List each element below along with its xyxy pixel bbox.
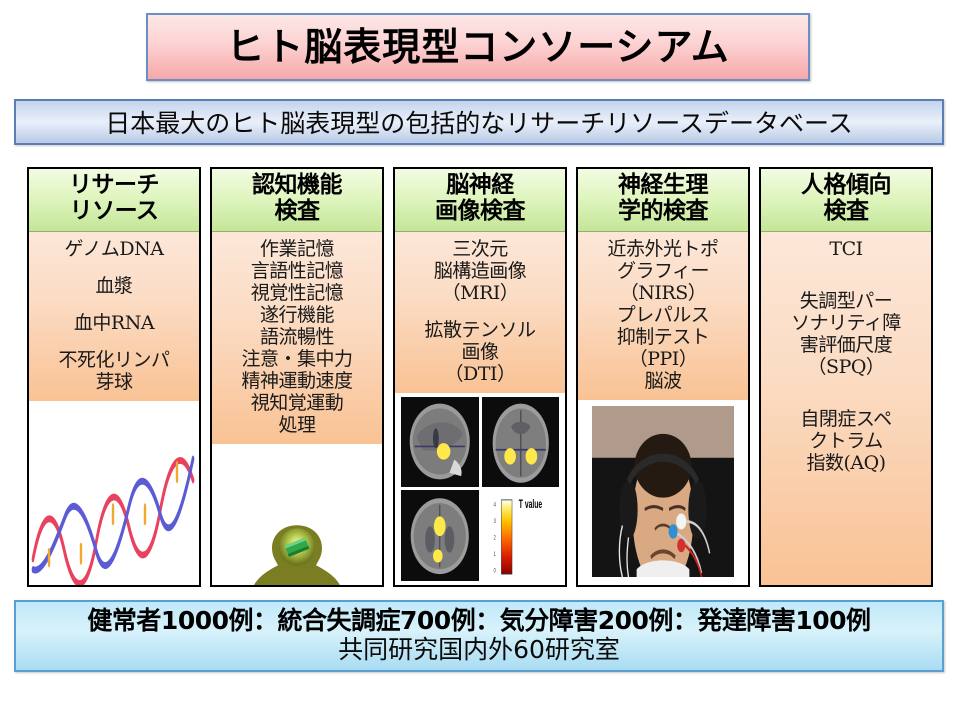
subtitle-text: 日本最大のヒト脳表現型の包括的なリサーチリソースデータベース: [105, 109, 853, 138]
list-item: 血中RNA: [73, 311, 155, 334]
mri-axial-slice-icon: [401, 490, 479, 581]
column-cognitive-function[interactable]: 認知機能検査 作業記憶 言語性記憶 視覚性記憶 遂行機能 語流暢性 注意・集中力…: [210, 167, 384, 587]
column-items-cognitive-function: 作業記憶 言語性記憶 視覚性記憶 遂行機能 語流暢性 注意・集中力 精神運動速度…: [212, 231, 382, 444]
list-item: 抑制テスト: [616, 325, 710, 348]
list-item: 語流暢性: [259, 325, 335, 348]
list-item: ゲノムDNA: [64, 237, 164, 260]
mri-sagittal-slice-icon: [401, 396, 479, 488]
list-item: 脳構造画像: [433, 259, 527, 282]
list-item: （DTI）: [444, 362, 516, 385]
column-neurophysiology[interactable]: 神経生理学的検査 近赤外光トポ グラフィー （NIRS） プレパルス 抑制テスト…: [576, 167, 750, 587]
list-item: 視知覚運動: [250, 391, 344, 414]
list-item: 自閉症スペ: [800, 407, 892, 430]
list-item: 害評価尺度: [799, 333, 893, 356]
mri-colorbar-legend: 4 3 2 1 0 T value: [481, 490, 559, 581]
footer-collaboration-note: 共同研究国内外60研究室: [338, 634, 620, 664]
list-item: （PPI）: [628, 347, 698, 370]
mri-brain-images: 4 3 2 1 0 T value: [395, 392, 565, 585]
list-item: 言語性記憶: [250, 259, 344, 282]
column-research-resource[interactable]: リサーチリソース ゲノムDNA 血漿 血中RNA 不死化リンパ 芽球: [27, 167, 201, 587]
column-brain-imaging[interactable]: 脳神経画像検査 三次元 脳構造画像 （MRI） 拡散テンソル 画像 （DTI）: [393, 167, 567, 587]
list-item: 拡散テンソル: [424, 318, 536, 341]
eeg-subject-photo-icon: [592, 405, 734, 577]
list-item: （NIRS）: [619, 281, 707, 304]
list-item: 精神運動速度: [241, 369, 353, 392]
footer-banner: 健常者1000例：統合失調症700例：気分障害200例：発達障害100例 共同研…: [14, 600, 944, 672]
list-item: TCI: [829, 237, 863, 260]
list-item: 失調型パー: [799, 289, 893, 312]
svg-text:3: 3: [493, 518, 495, 525]
list-item: プレパルス: [616, 303, 710, 326]
column-header-neurophysiology: 神経生理学的検査: [578, 169, 748, 232]
list-item: グラフィー: [616, 259, 710, 282]
column-header-personality: 人格傾向検査: [761, 169, 931, 232]
list-item: 近赤外光トポ: [607, 237, 719, 260]
dna-helix-image: [29, 400, 199, 585]
list-item: 三次元: [452, 237, 508, 260]
column-items-research-resource: ゲノムDNA 血漿 血中RNA 不死化リンパ 芽球: [29, 231, 199, 401]
svg-text:4: 4: [493, 502, 495, 509]
head-silhouette-image: [212, 443, 382, 585]
list-item: 芽球: [95, 370, 133, 393]
list-item: 指数(AQ): [806, 451, 886, 474]
column-items-neurophysiology: 近赤外光トポ グラフィー （NIRS） プレパルス 抑制テスト （PPI） 脳波: [578, 231, 748, 400]
list-item: 画像: [461, 340, 499, 363]
list-item: 作業記憶: [259, 237, 335, 260]
list-item: （MRI）: [441, 281, 519, 304]
list-item: 脳波: [644, 369, 682, 392]
mri-coronal-slice-icon: [481, 396, 559, 488]
eeg-subject-photo: [578, 399, 748, 585]
svg-text:2: 2: [493, 535, 495, 542]
column-personality[interactable]: 人格傾向検査 TCI 失調型パー ソナリティ障 害評価尺度 （SPQ） 自閉症ス…: [759, 167, 933, 587]
svg-text:1: 1: [493, 551, 495, 558]
subtitle-banner: 日本最大のヒト脳表現型の包括的なリサーチリソースデータベース: [14, 99, 944, 145]
list-item: ソナリティ障: [791, 311, 901, 334]
head-silhouette-icon: [212, 444, 382, 585]
list-item: 注意・集中力: [241, 347, 353, 370]
column-header-brain-imaging: 脳神経画像検査: [395, 169, 565, 232]
list-item: 血漿: [95, 274, 133, 297]
list-item: クトラム: [809, 429, 883, 452]
column-items-brain-imaging: 三次元 脳構造画像 （MRI） 拡散テンソル 画像 （DTI）: [395, 231, 565, 393]
footer-cohort-counts: 健常者1000例：統合失調症700例：気分障害200例：発達障害100例: [87, 606, 871, 636]
column-header-research-resource: リサーチリソース: [29, 169, 199, 232]
column-header-cognitive-function: 認知機能検査: [212, 169, 382, 232]
list-item: 視覚性記憶: [250, 281, 344, 304]
page-title: ヒト脳表現型コンソーシアム: [226, 25, 730, 69]
list-item: （SPQ）: [807, 355, 885, 378]
list-item: 不死化リンパ: [58, 348, 170, 371]
dna-helix-icon: [29, 401, 199, 585]
colorbar-title: T value: [518, 499, 541, 512]
column-items-personality: TCI 失調型パー ソナリティ障 害評価尺度 （SPQ） 自閉症スペ クトラム …: [761, 231, 931, 585]
list-item: 処理: [278, 413, 316, 436]
list-item: 遂行機能: [259, 303, 335, 326]
svg-text:0: 0: [493, 568, 495, 575]
page-title-banner: ヒト脳表現型コンソーシアム: [146, 13, 810, 81]
category-columns: リサーチリソース ゲノムDNA 血漿 血中RNA 不死化リンパ 芽球: [27, 167, 933, 587]
